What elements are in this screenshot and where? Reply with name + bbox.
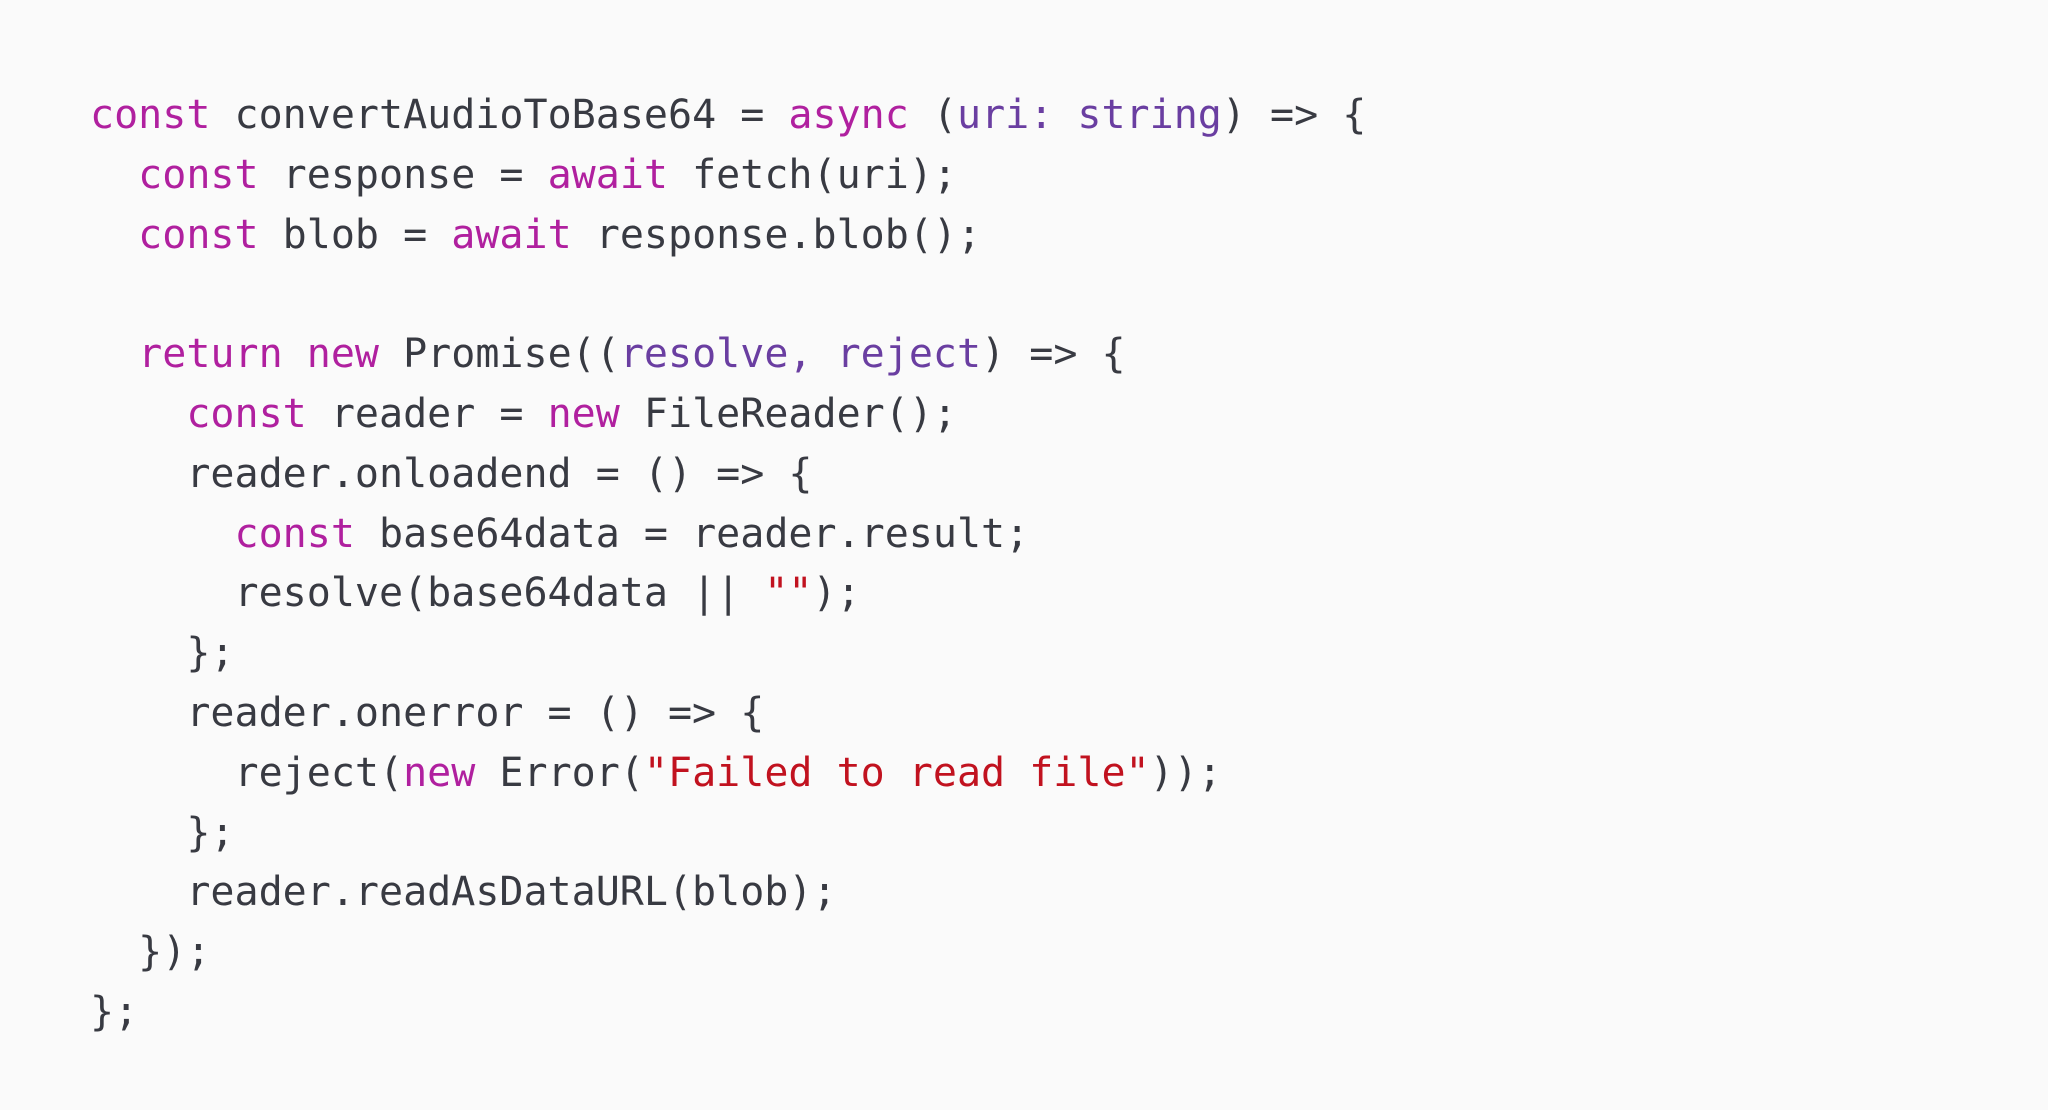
code-line: }; [90, 983, 1366, 1043]
code-line: reader.onloadend = () => { [90, 445, 1366, 505]
code-token-plain: response.blob(); [571, 211, 982, 258]
code-token-plain: reader.onloadend = () => { [90, 450, 813, 497]
code-token-string: "" [764, 570, 813, 617]
code-token-keyword: const [234, 510, 355, 557]
code-token-param: uri: string [956, 92, 1222, 138]
code-line: }); [90, 923, 1366, 983]
code-token-keyword: const [138, 211, 259, 258]
code-token-plain: resolve(base64data || [90, 570, 765, 617]
code-token-keyword: await [547, 151, 668, 198]
code-token-keyword: async [788, 92, 909, 138]
code-token-plain: reader.onerror = () => { [90, 689, 765, 736]
code-token-plain: Promise(( [379, 331, 620, 378]
code-token-keyword: new [306, 331, 380, 378]
code-token-plain [90, 391, 186, 437]
code-line: reader.readAsDataURL(blob); [90, 863, 1366, 923]
code-token-keyword: const [90, 92, 211, 138]
code-token-plain: reader.readAsDataURL(blob); [90, 869, 837, 916]
code-token-plain [90, 152, 138, 198]
code-token-plain [283, 331, 307, 377]
code-token-plain: )); [1149, 749, 1222, 796]
code-token-plain: reader = [306, 390, 548, 437]
code-token-plain: Error( [475, 749, 644, 796]
code-token-plain: blob = [258, 211, 452, 258]
code-line: reject(new Error("Failed to read file"))… [90, 744, 1366, 804]
code-line: const convertAudioToBase64 = async (uri:… [90, 86, 1366, 146]
code-line: const base64data = reader.result; [90, 505, 1366, 565]
code-token-plain: fetch(uri); [668, 151, 957, 198]
code-token-plain: ) => { [1221, 92, 1367, 138]
code-token-plain: ( [908, 92, 957, 138]
code-token-plain: }; [90, 988, 139, 1035]
code-line [90, 265, 1366, 325]
code-token-plain: convertAudioToBase64 = [210, 92, 789, 138]
code-line: }; [90, 624, 1366, 684]
code-token-plain: }; [90, 630, 235, 677]
code-token-plain: }; [90, 809, 235, 856]
code-line: const blob = await response.blob(); [90, 206, 1366, 266]
code-line: }; [90, 804, 1366, 864]
code-token-keyword: return [138, 331, 283, 378]
code-token-param: resolve, reject [619, 331, 982, 378]
code-token-string: "Failed to read file" [643, 749, 1150, 796]
code-line: reader.onerror = () => { [90, 684, 1366, 744]
code-token-plain [90, 331, 138, 377]
code-token-plain: reject( [90, 749, 404, 796]
code-line: resolve(base64data || ""); [90, 564, 1366, 624]
code-token-plain: FileReader(); [619, 390, 957, 437]
code-token-keyword: new [547, 390, 620, 437]
code-token-plain: base64data = reader.result; [354, 510, 1030, 557]
code-token-keyword: new [403, 749, 476, 796]
code-token-plain [90, 511, 235, 557]
code-token-plain: response = [258, 151, 548, 198]
code-token-plain: }); [90, 929, 211, 976]
code-block: const convertAudioToBase64 = async (uri:… [90, 86, 1366, 1043]
code-token-plain [90, 212, 138, 258]
code-line: const reader = new FileReader(); [90, 385, 1366, 445]
code-token-keyword: const [186, 390, 307, 437]
code-token-plain: ) => { [981, 331, 1126, 378]
code-token-keyword: const [138, 151, 259, 198]
code-line: const response = await fetch(uri); [90, 146, 1366, 206]
code-token-plain: ); [812, 570, 861, 617]
code-token-keyword: await [451, 211, 572, 258]
code-line: return new Promise((resolve, reject) => … [90, 325, 1366, 385]
